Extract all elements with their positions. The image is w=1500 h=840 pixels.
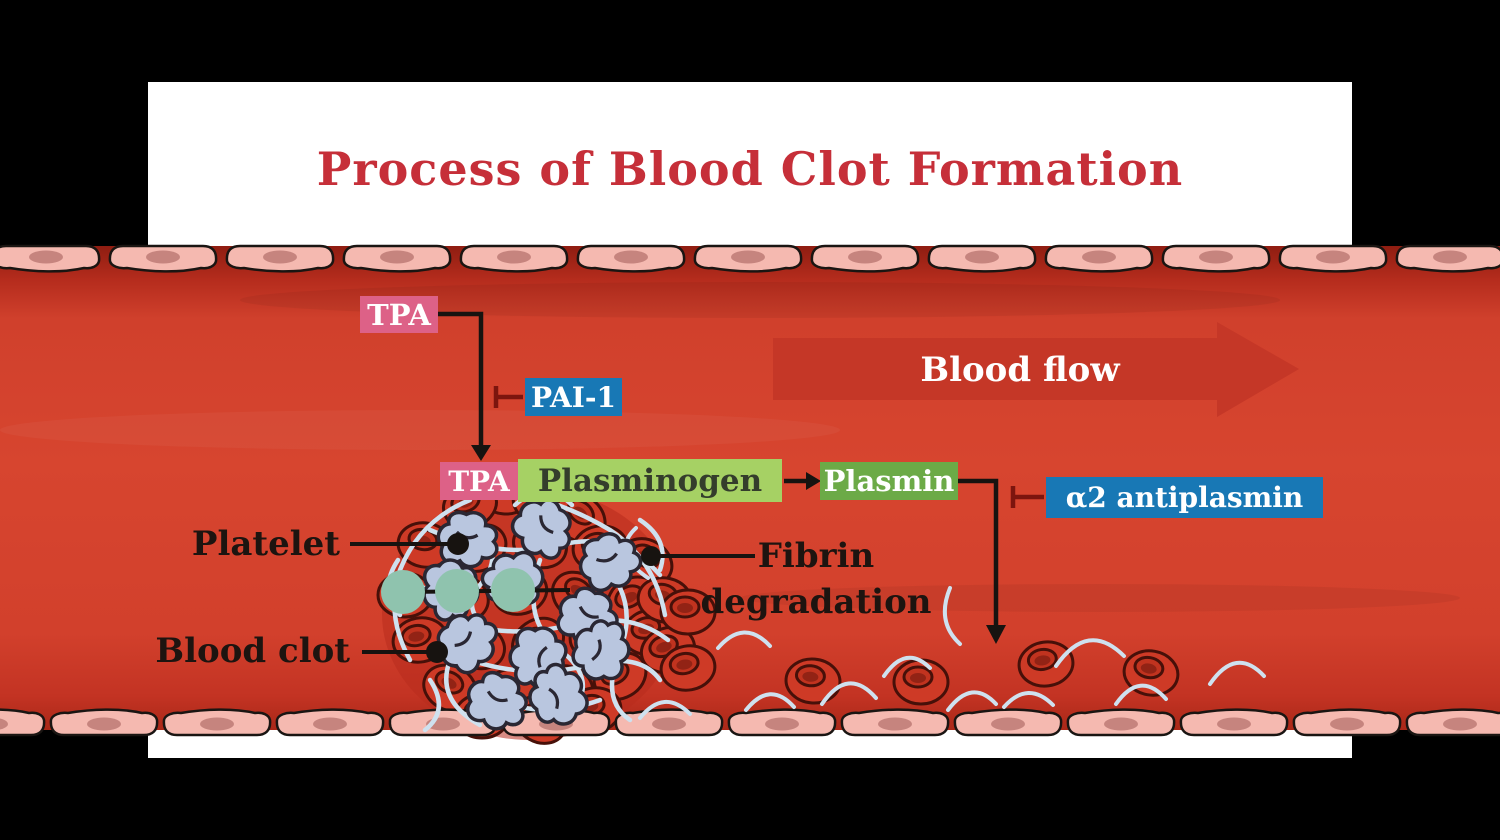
- fibrin-pointer-dot: [641, 546, 661, 566]
- activated-platelet: [381, 570, 425, 614]
- fibrin-fragment: [942, 586, 962, 646]
- fibrin-degradation-label: Fibrin degradation: [701, 533, 932, 625]
- fibrin-strand: [392, 497, 473, 663]
- activated-platelets: [381, 568, 535, 614]
- alpha2-antiplasmin-box: α2 antiplasmin: [1046, 477, 1323, 518]
- endothelial-cell: [0, 708, 46, 737]
- fibrin-fragment: [1054, 638, 1126, 668]
- blood-flow-arrow-icon: [773, 322, 1299, 417]
- endothelial-cell: [693, 244, 803, 273]
- fibrin-fragment: [882, 655, 932, 678]
- platelet-label: Platelet: [191, 524, 340, 564]
- page-title: Process of Blood Clot Formation: [316, 142, 1184, 196]
- inhibition-lines: [493, 386, 1044, 508]
- blood-clot-pointer-dot: [426, 641, 448, 663]
- endothelial-cell: [927, 244, 1037, 273]
- plasminogen-box: Plasminogen: [518, 459, 782, 502]
- fibrin-fragment: [638, 699, 692, 720]
- fibrin-degradation-line2: degradation: [700, 582, 932, 622]
- endothelial-cell-row-bottom: [0, 708, 1500, 737]
- fibrin-strand: [422, 677, 441, 733]
- endothelial-cell: [953, 708, 1063, 737]
- endothelial-cell: [342, 244, 452, 273]
- tpa-down-connector: [438, 311, 484, 447]
- tpa-source-box: TPA: [360, 296, 438, 333]
- arrowhead-right-icon: [806, 472, 821, 490]
- endothelial-cell: [225, 244, 335, 273]
- blood-streak: [240, 282, 1280, 318]
- endothelial-cell: [1278, 244, 1388, 273]
- fibrin-degradation-line1: Fibrin: [757, 536, 875, 576]
- endothelial-cell: [1044, 244, 1154, 273]
- fibrin-fragment: [1002, 691, 1055, 709]
- endothelial-cell: [614, 708, 724, 737]
- endothelial-cell: [49, 708, 159, 737]
- red-blood-cell: [892, 658, 950, 706]
- fibrin-fragment: [946, 690, 998, 712]
- arrowhead-down-icon: [471, 445, 491, 461]
- endothelial-cell: [1066, 708, 1176, 737]
- endothelial-cell: [1395, 244, 1500, 273]
- pathway-connectors: [438, 311, 1006, 644]
- fibrin-fragment: [1208, 660, 1266, 686]
- endothelial-cell: [1292, 708, 1402, 737]
- endothelial-cell: [1405, 708, 1500, 737]
- platelet-link-line: [404, 588, 571, 594]
- annotation-pointers: [350, 533, 755, 663]
- endothelial-cell: [275, 708, 385, 737]
- fibrin-fragment: [744, 692, 796, 712]
- endothelial-cell: [840, 708, 950, 737]
- fibrin-fragment: [820, 681, 878, 706]
- platelet-pointer-dot: [447, 533, 469, 555]
- blood-streak: [0, 410, 840, 450]
- endothelial-cell: [1179, 708, 1289, 737]
- plasmin-box: Plasmin: [820, 462, 958, 500]
- activated-platelet: [491, 568, 535, 612]
- plasmin-down-connector: [958, 478, 999, 627]
- fibrin-strand: [637, 517, 665, 573]
- endothelial-cell: [162, 708, 272, 737]
- endothelial-cell: [0, 244, 101, 273]
- endothelial-cell: [810, 244, 920, 273]
- endothelial-cell: [459, 244, 569, 273]
- blood-streak: [740, 584, 1460, 612]
- endothelial-cell: [108, 244, 218, 273]
- endothelial-cell: [1161, 244, 1271, 273]
- arrowhead-down-icon: [986, 625, 1006, 644]
- activated-platelet: [435, 569, 479, 613]
- pai1-inhibitor-box: PAI-1: [525, 378, 622, 416]
- blood-flow-label: Blood flow: [920, 350, 1120, 390]
- endothelial-cell: [727, 708, 837, 737]
- endothelial-cell: [576, 244, 686, 273]
- blood-clot-label: Blood clot: [155, 631, 350, 671]
- fibrin-fragment: [716, 630, 772, 650]
- fibrin-fragment: [1114, 683, 1168, 706]
- tpa-cofactor-box: TPA: [440, 462, 518, 500]
